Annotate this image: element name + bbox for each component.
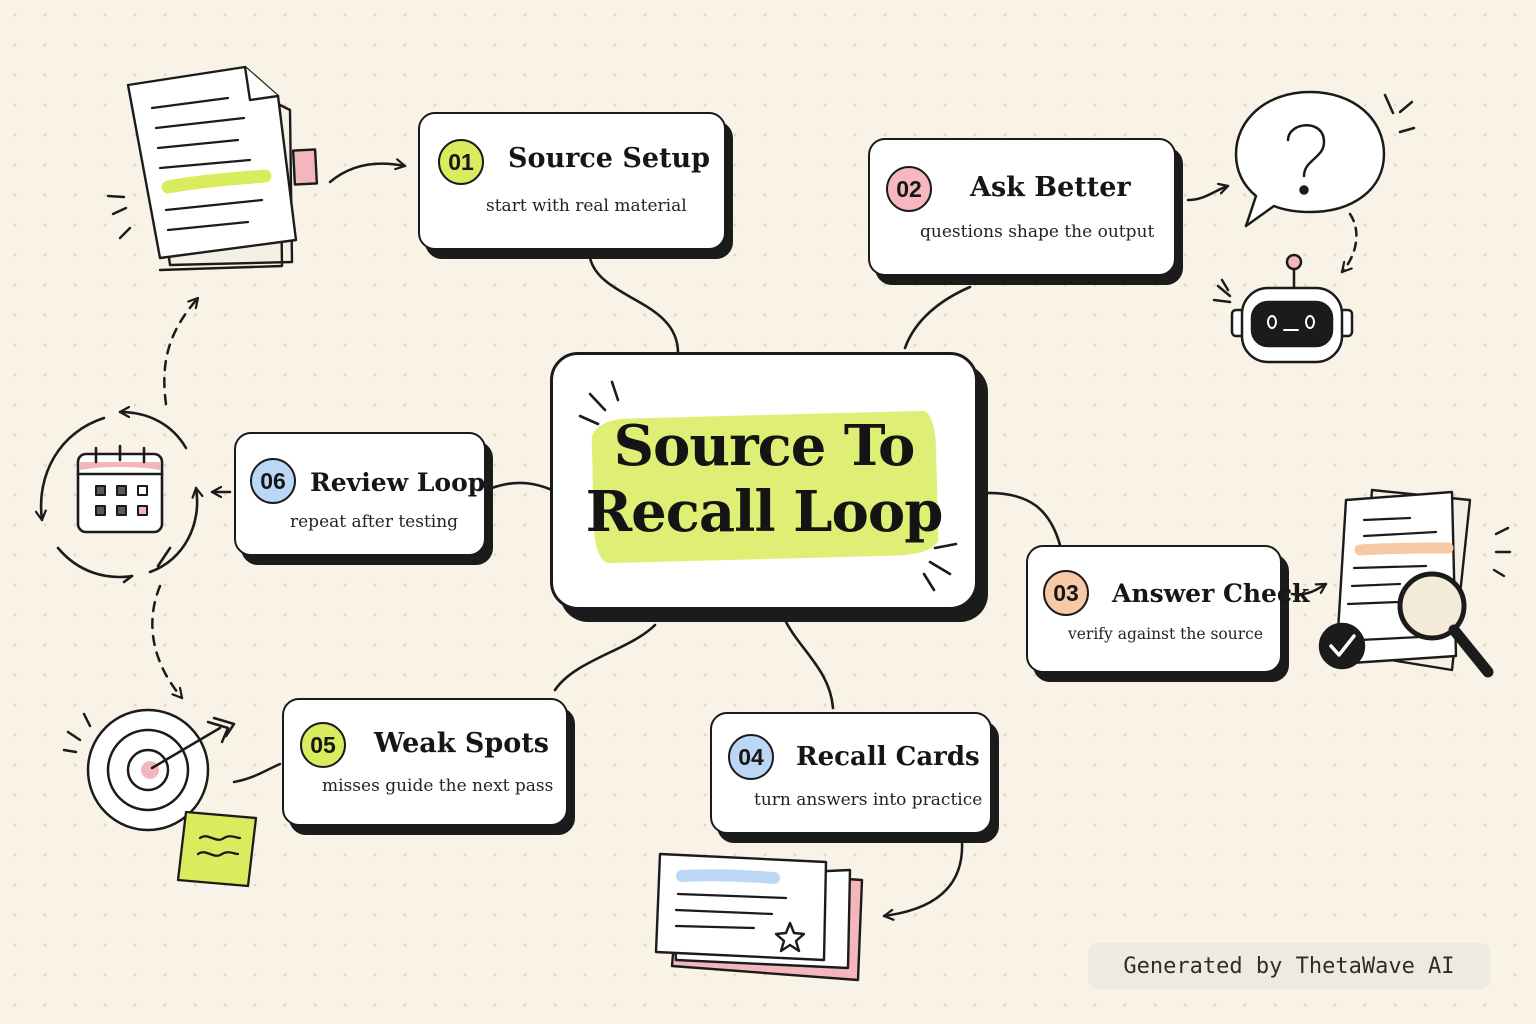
dashed-arrow-calendar-to-target — [151, 584, 184, 700]
dashed-arrow-calendar-to-document — [163, 296, 200, 406]
central-title-line2: Recall Loop — [585, 479, 944, 545]
step-subtitle: verify against the source — [1068, 625, 1264, 643]
emphasis-marks — [578, 380, 958, 592]
step-subtitle: start with real material — [486, 196, 687, 216]
robot-icon — [1212, 253, 1354, 364]
step-subtitle: questions shape the output — [920, 222, 1155, 242]
step-number-badge: 06 — [250, 458, 296, 504]
step-card-recall-cards: 04 Recall Cards turn answers into practi… — [710, 712, 992, 834]
arrow-to-source-setup — [328, 164, 407, 184]
arrow-to-ask-bubble — [1186, 186, 1230, 202]
magnifier-document-icon — [1318, 488, 1512, 678]
target-connector — [232, 762, 282, 784]
step-number-badge: 01 — [438, 139, 484, 185]
step-number-badge: 02 — [886, 166, 932, 212]
step-number-badge: 04 — [728, 734, 774, 780]
question-bubble-icon — [1234, 90, 1416, 228]
step-subtitle: repeat after testing — [290, 512, 459, 532]
dashed-arrow-to-robot — [1340, 212, 1358, 274]
arrow-to-magnifier — [1290, 582, 1328, 596]
arrow-to-flashcards — [882, 840, 964, 916]
step-title: Ask Better — [970, 172, 1131, 203]
document-icon — [106, 65, 319, 272]
watermark-label: Generated by ThetaWave AI — [1088, 943, 1490, 989]
flashcards-icon — [654, 852, 864, 982]
sticky-note-icon — [176, 810, 258, 888]
step-title: Review Loop — [310, 468, 486, 497]
step-subtitle: misses guide the next pass — [322, 776, 554, 796]
step-card-answer-check: 03 Answer Check verify against the sourc… — [1026, 545, 1309, 673]
central-title: Source To Recall Loop — [553, 413, 975, 545]
target-icon — [62, 708, 236, 832]
step-title: Recall Cards — [796, 742, 980, 772]
central-topic-card: Source To Recall Loop — [550, 352, 978, 610]
step-number-badge: 05 — [300, 722, 346, 768]
calendar-cycle-icon — [41, 412, 197, 584]
step-number-badge: 03 — [1043, 570, 1089, 616]
step-title: Source Setup — [508, 143, 711, 174]
step-card-weak-spots: 05 Weak Spots misses guide the next pass — [282, 698, 568, 826]
step-card-source-setup: 01 Source Setup start with real material — [418, 112, 726, 250]
step-card-review-loop: 06 Review Loop repeat after testing — [234, 432, 486, 556]
step-title: Weak Spots — [374, 728, 549, 759]
step-title: Answer Check — [1112, 579, 1310, 608]
step-card-ask-better: 02 Ask Better questions shape the output — [868, 138, 1176, 276]
central-title-line1: Source To — [613, 413, 916, 479]
step-subtitle: turn answers into practice — [754, 790, 983, 810]
